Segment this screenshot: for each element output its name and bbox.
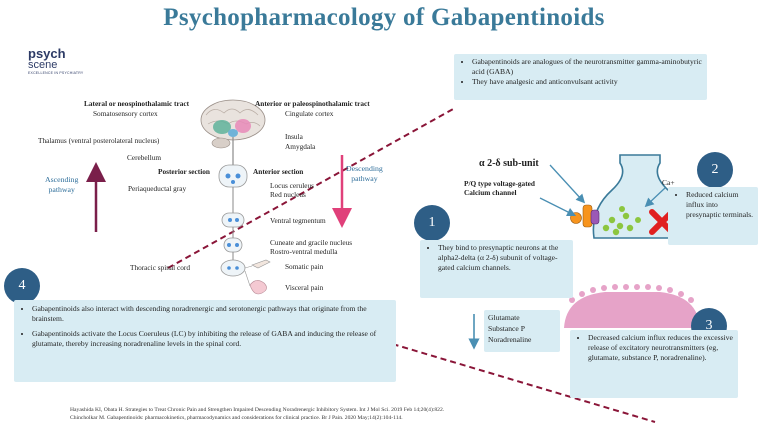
pain-illustrations [244, 259, 271, 295]
pathway-word-descending: pathway [351, 174, 378, 183]
calcium-channel [539, 164, 600, 228]
info-box-step-2: Reduced calcium influx into presynaptic … [668, 187, 758, 245]
label-thalamus: Thalamus (ventral posterolateral nucleus… [38, 136, 160, 145]
label-amygdala: Amygdala [285, 142, 316, 151]
nt-glutamate: Glutamate [488, 313, 520, 322]
step-4-badge: 4 [4, 268, 40, 304]
descending-word: Descending [346, 164, 383, 173]
step-2-text: Reduced calcium influx into presynaptic … [686, 190, 754, 220]
reference-2: Chincholkar M. Gabapentinoids: pharmacok… [70, 415, 403, 421]
reference-1: Hayashida KI, Obata H. Strategies to Tre… [70, 407, 445, 413]
nt-noradrenaline: Noradrenaline [488, 335, 532, 344]
label-somatic-pain: Somatic pain [285, 262, 324, 271]
label-red-nucleus: Red nucleus [270, 190, 306, 199]
label-periaqueductal-gray: Periaqueductal gray [128, 184, 187, 193]
step-2-badge: 2 [697, 152, 733, 188]
label-somatosensory-cortex: Somatosensory cortex [93, 109, 158, 118]
label-channel-type: P/Q type voltage-gated [464, 179, 535, 188]
info-bullet-1: Gabapentinoids are analogues of the neur… [472, 57, 703, 77]
neurotransmitter-box: Glutamate Substance P Noradrenaline [484, 310, 560, 352]
step-1-badge: 1 [414, 205, 450, 241]
brain-illustration [200, 99, 266, 165]
label-insula: Insula [285, 132, 303, 141]
label-locus-ceruleus: Locus ceruleus [270, 181, 314, 190]
label-ventral-tegmentum: Ventral tegmentum [270, 216, 326, 225]
label-anterior-section: Anterior section [253, 167, 304, 176]
info-box-step-4: Gabapentinoids also interact with descen… [14, 300, 396, 382]
logo-tagline: EXCELLENCE IN PSYCHIATRY [28, 71, 84, 75]
psychscene-logo: psych scene EXCELLENCE IN PSYCHIATRY [28, 46, 98, 78]
descending-pathway-label: Descending pathway [346, 164, 383, 184]
step-4-text-2: Gabapentinoids activate the Locus Coerul… [32, 329, 392, 349]
info-box-step-3: Decreased calcium influx reduces the exc… [570, 330, 738, 398]
presynaptic-terminal [592, 154, 689, 239]
step-3-text: Decreased calcium influx reduces the exc… [588, 333, 734, 363]
info-bullet-2: They have analgesic and anticonvulsant a… [472, 77, 703, 87]
ascending-pathway-label: Ascending pathway [45, 175, 78, 195]
label-posterior-section: Posterior section [158, 167, 210, 176]
ascending-word: Ascending [45, 175, 79, 184]
label-calcium-channel: Calcium channel [464, 188, 517, 197]
brainstem-sections [218, 164, 248, 277]
dashed-line-upper [167, 107, 456, 269]
nt-substance-p: Substance P [488, 324, 525, 333]
step-1-text: They bind to presynaptic neurons at the … [438, 243, 569, 273]
page-title: Psychopharmacology of Gabapentinoids [163, 4, 605, 31]
step-4-text-1: Gabapentinoids also interact with descen… [32, 304, 392, 324]
pathway-word-ascending: pathway [48, 185, 75, 194]
label-visceral-pain: Visceral pain [285, 283, 324, 292]
info-box-step-1: They bind to presynaptic neurons at the … [420, 240, 573, 298]
info-box-gabapentinoids: Gabapentinoids are analogues of the neur… [454, 54, 707, 100]
label-thoracic-spinal-cord: Thoracic spinal cord [130, 263, 190, 272]
label-lateral-tract: Lateral or neospinothalamic tract [84, 99, 190, 108]
logo-word-scene: scene [28, 59, 58, 71]
postsynaptic-membrane [564, 284, 700, 328]
dashed-line-lower [267, 306, 656, 423]
references: Hayashida KI, Obata H. Strategies to Tre… [70, 406, 444, 422]
logo-word-psych: psych [28, 46, 66, 61]
label-anterior-tract: Anterior or paleospinothalamic tract [255, 99, 370, 108]
label-cerebellum: Cerebellum [127, 153, 162, 162]
label-cuneate-gracile: Cuneate and gracile nucleus [270, 238, 353, 247]
label-calcium-ion: Ca+ [662, 178, 675, 187]
label-rostro-ventral-medulla: Rostro-ventral medulla [270, 247, 338, 256]
label-cingulate-cortex: Cingulate cortex [285, 109, 334, 118]
label-alpha2-delta-subunit: α 2-δ sub-unit [479, 158, 539, 169]
